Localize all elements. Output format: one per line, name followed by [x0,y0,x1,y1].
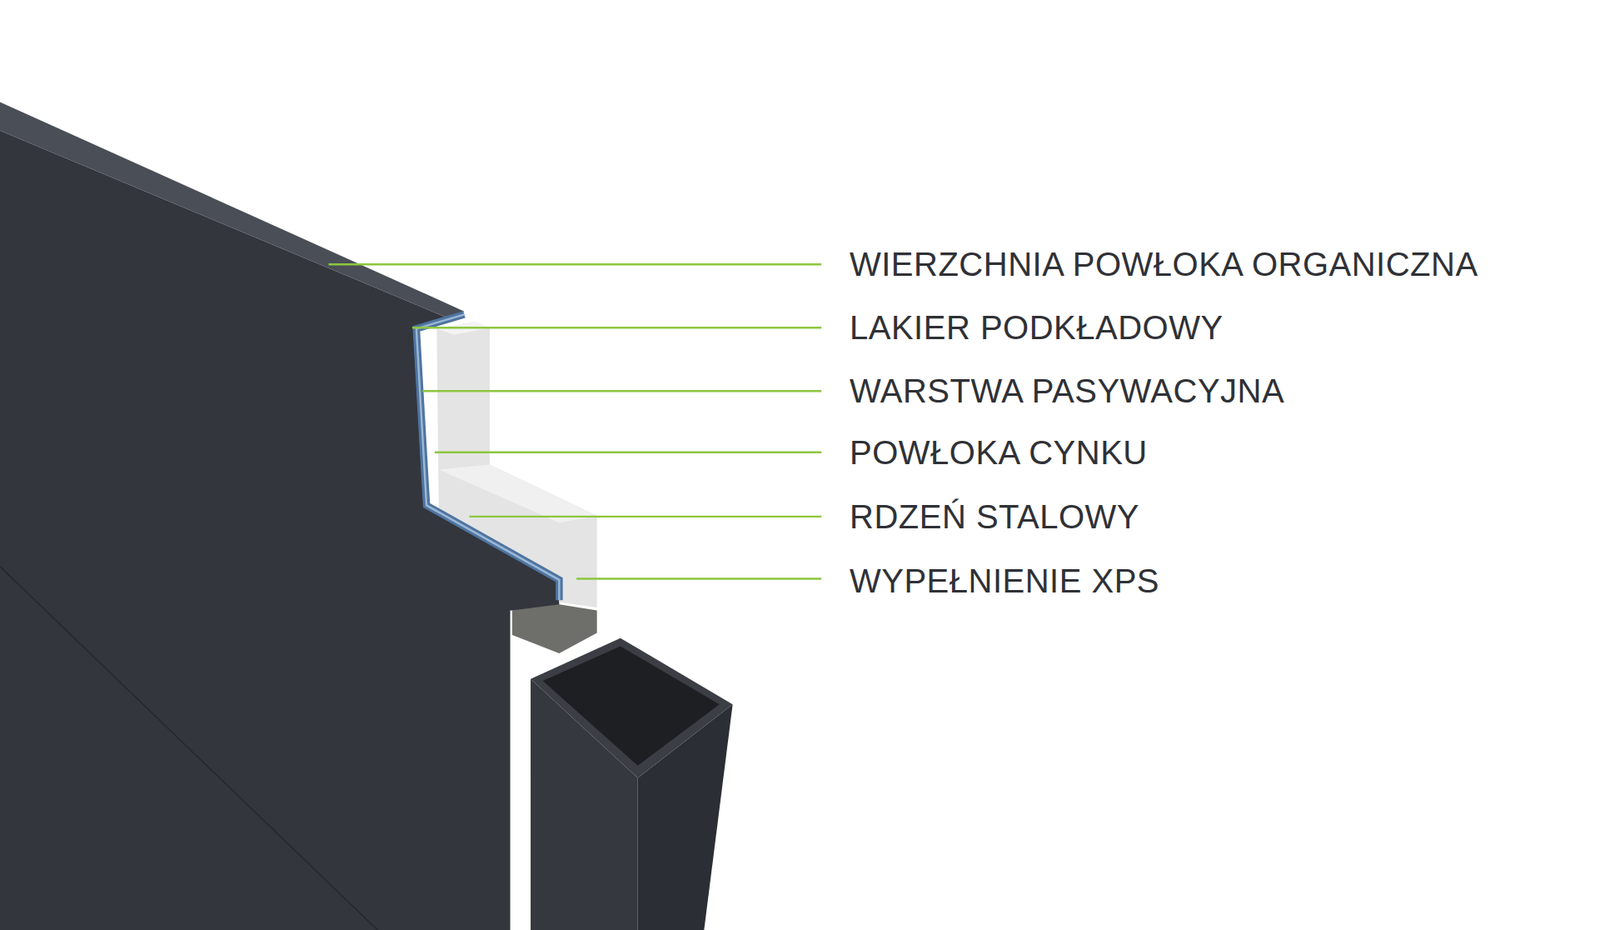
panel-seam [0,566,378,930]
leader-lines [328,264,822,579]
xps-core [436,321,597,608]
layer-label: WARSTWA PASYWACYJNA [849,373,1285,408]
leader-line [422,389,822,392]
leader-line [412,326,822,329]
leader-line [434,450,822,453]
gasket [512,603,598,653]
layer-label: POWŁOKA CYNKU [849,435,1148,469]
post-opening [543,645,720,765]
coating-layers [416,314,560,600]
layer-label: WIERZCHNIA POWŁOKA ORGANICZNA [849,247,1479,281]
coating-inner-layer [416,314,560,600]
post-rim [530,638,733,778]
panel-face [0,130,559,930]
panel-top-edge [0,102,464,320]
leader-line [576,577,822,579]
layer-label: WYPEŁNIENIE XPS [849,563,1160,598]
layer-label: LAKIER PODKŁADOWY [849,310,1224,344]
leader-line [469,515,823,518]
xps-step [438,463,598,523]
leader-line [328,263,822,265]
layer-label: RDZEŃ STALOWY [849,499,1140,534]
